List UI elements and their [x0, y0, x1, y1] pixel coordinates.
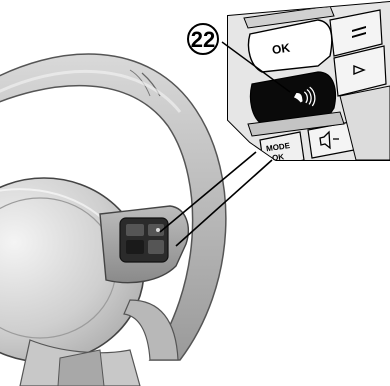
ok-button-label: OK	[271, 41, 291, 57]
steering-wheel-spoke	[100, 206, 188, 283]
callout-22: 22	[188, 24, 218, 54]
mode-label-line2: OK	[272, 152, 285, 163]
zoom-inset: OK MODE OK	[220, 0, 390, 170]
callout-number: 22	[191, 27, 215, 52]
